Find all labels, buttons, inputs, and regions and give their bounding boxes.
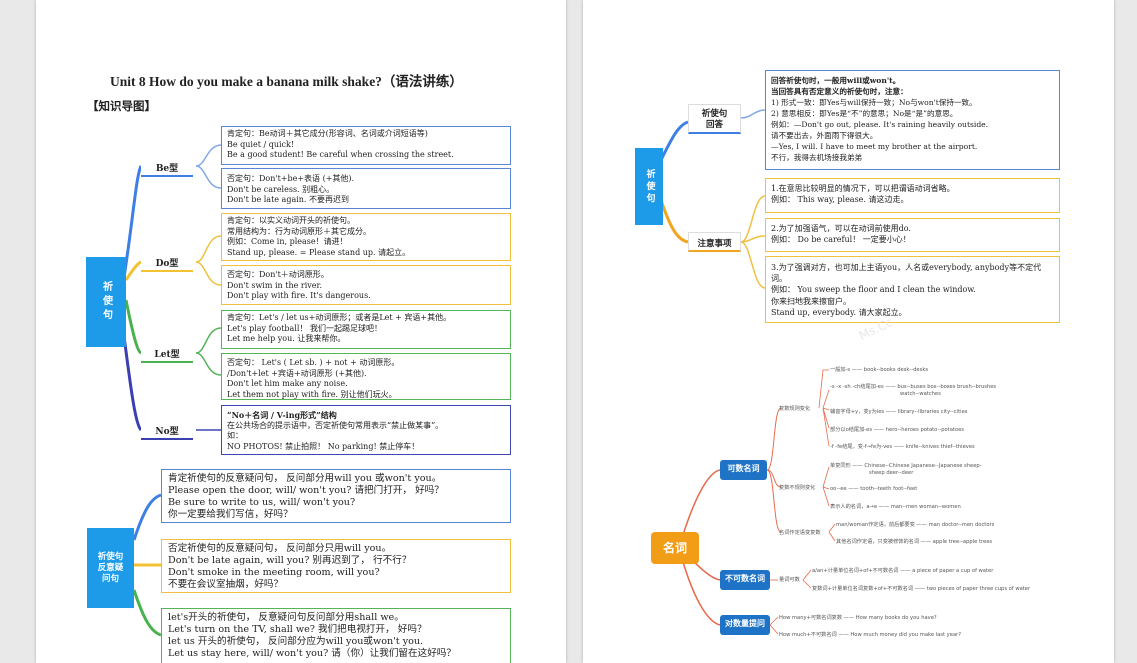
branch-no: No型: [141, 420, 193, 440]
irregular-item: sheep deer--deer: [869, 470, 914, 476]
let-negative-box: 否定句： Let's ( Let sb. ) + not + 动词原形。 /Do…: [221, 353, 511, 400]
attributive-label: 名词作定语变复数: [779, 530, 821, 536]
irregular-item: oo--ee —— tooth--teeth foot--feet: [830, 486, 918, 492]
rule-item: watch--watches: [900, 391, 941, 397]
question-item: How much+不可数名词 —— How much money did you…: [779, 632, 962, 638]
tag-lets-box: let's开头的祈使句， 反意疑问句反问部分用shall we。 Let's t…: [161, 608, 511, 663]
tag-root-node: 祈使句反意疑问句: [87, 528, 134, 608]
uncount-label: 量词可数: [779, 577, 800, 583]
do-positive-box: 肯定句：以实义动词开头的祈使句。常用结构为：行为动词原形＋其它成分。例如：Com…: [221, 213, 511, 261]
rule-item: -f -fe结尾，变-f→fe为-ves —— knife--knives th…: [830, 444, 975, 450]
noun-root: 名词: [651, 532, 699, 564]
right-root-node: 祈使句: [635, 148, 663, 225]
root-node: 祈使句: [86, 257, 126, 347]
note-3-box: 3.为了强调对方，也可加上主语you，人名或everybody, anybody…: [765, 256, 1060, 323]
branch-be: Be型: [141, 157, 193, 177]
right-root-label: 祈使句: [644, 168, 655, 205]
quantity-node: 对数量提问: [720, 615, 770, 635]
tag-root-label: 祈使句反意疑问句: [97, 551, 124, 584]
left-page: Unit 8 How do you make a banana milk sha…: [36, 0, 566, 663]
tag-negative-box: 否定祈使句的反意疑问句， 反问部分只用will you。Don't be lat…: [161, 539, 511, 593]
irregular-item: 单复同形 —— Chinese--Chinese Japanese--Japan…: [830, 463, 982, 469]
be-negative-box: 否定句：Don't+be+表语 (+其他).Don't be careless.…: [221, 168, 511, 209]
irregular-label: 复数不规则变化: [779, 485, 816, 491]
rule-item: -s -x -sh -ch结尾加-es —— bus--buses box--b…: [830, 384, 997, 390]
branch-do: Do型: [141, 252, 193, 272]
branch-let: Let型: [141, 343, 193, 363]
attributive-item: 其他名词作定语，只变被修饰的名词 —— apple tree--apple tr…: [836, 539, 993, 545]
question-item: How many+可数名词复数 —— How many books do you…: [779, 615, 937, 621]
root-label: 祈使句: [100, 281, 112, 323]
rules-label: 复数规则变化: [779, 406, 811, 412]
mindmap-lines: [120, 144, 222, 637]
notes-label: 注意事项: [688, 232, 741, 252]
rule-item: 辅音字母+y，变y为ies —— library--libraries city…: [830, 409, 968, 415]
do-negative-box: 否定句：Don't＋动词原形。Don't swim in the river.D…: [221, 265, 511, 305]
right-page: 祈使句 祈使句回答 注意事项 回答祈使句时，一般用will或won't。当回答具…: [583, 0, 1114, 663]
tag-positive-box: 肯定祈使句的反意疑问句， 反问部分用will you 或won't you。Pl…: [161, 469, 511, 523]
no-type-box: “No＋名词 / V-ing形式”结构在公共场合的提示语中，否定祈使句常用表示“…: [221, 405, 511, 455]
answer-box: 回答祈使句时，一般用will或won't。当回答具有否定意义的祈使句时，注意：1…: [765, 70, 1060, 170]
countable-node: 可数名词: [720, 460, 767, 480]
page-title: Unit 8 How do you make a banana milk sha…: [110, 74, 463, 89]
uncountable-node: 不可数名词: [720, 570, 770, 590]
uncount-item: a/an+计量单位名词+of+不可数名词 —— a piece of paper…: [812, 568, 994, 574]
attributive-item: man/woman作定语，前后都要变 —— man doctor--men do…: [836, 522, 995, 528]
note-1-box: 1.在意思比较明显的情况下，可以把谓语动词省略。例如： This way, pl…: [765, 178, 1060, 213]
section-heading: 【知识导图】: [87, 99, 156, 113]
rule-item: 一般加-s —— book--books desk--desks: [830, 367, 929, 373]
uncount-item: 复数词+计量单位名词复数+of+不可数名词 —— two pieces of p…: [812, 586, 1031, 592]
note-2-box: 2.为了加强语气，可以在动词前使用do.例如： Do be careful！ 一…: [765, 218, 1060, 252]
irregular-item: 表示人的名词，a→e —— man--men woman--women: [830, 504, 961, 510]
let-positive-box: 肯定句：Let's / let us+动词原形；或者是Let + 宾语+其他。L…: [221, 310, 511, 349]
be-positive-box: 肯定句：Be动词＋其它成分(形容词、名词或介词短语等)Be quiet / qu…: [221, 126, 511, 165]
rule-item: 部分以o结尾加-es —— hero--heroes potato--potat…: [830, 427, 964, 433]
answer-label: 祈使句回答: [688, 104, 741, 134]
